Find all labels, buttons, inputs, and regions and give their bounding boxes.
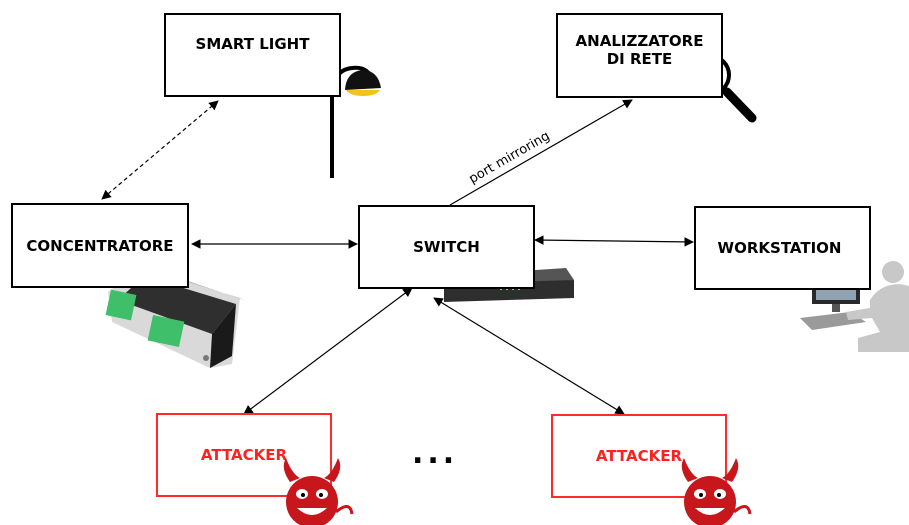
switch-label: SWITCH xyxy=(413,238,480,256)
workstation-label: WORKSTATION xyxy=(717,239,842,257)
edge-switch-attacker-right xyxy=(433,297,625,415)
attacker-right-node: ATTACKER xyxy=(551,414,727,498)
attacker-left-node: ATTACKER xyxy=(156,413,332,497)
edge-switch-analyzer xyxy=(449,99,633,206)
edge-smartlight-concentratore xyxy=(101,100,219,200)
network-analyzer-label-line1: ANALIZZATORE xyxy=(575,31,704,50)
smart-light-label: SMART LIGHT xyxy=(195,35,310,53)
concentrator-label: CONCENTRATORE xyxy=(26,236,174,255)
network-analyzer-label-line2: DI RETE xyxy=(606,49,673,68)
concentrator-node: CONCENTRATORE xyxy=(11,203,189,288)
attacker-right-label: ATTACKER xyxy=(595,447,683,465)
smart-light-node: SMART LIGHT xyxy=(164,13,341,97)
switch-node: SWITCH xyxy=(358,205,535,289)
edge-switch-attacker-left xyxy=(243,287,413,415)
network-analyzer-node: ANALIZZATORE DI RETE xyxy=(556,13,723,98)
network-analyzer-label: ANALIZZATORE DI RETE xyxy=(576,32,704,68)
edge-switch-workstation xyxy=(534,235,694,247)
concentrator-device-image xyxy=(105,268,244,368)
attacker-left-label: ATTACKER xyxy=(200,446,288,464)
more-attackers-ellipsis: ... xyxy=(412,436,459,471)
workstation-node: WORKSTATION xyxy=(694,206,871,290)
